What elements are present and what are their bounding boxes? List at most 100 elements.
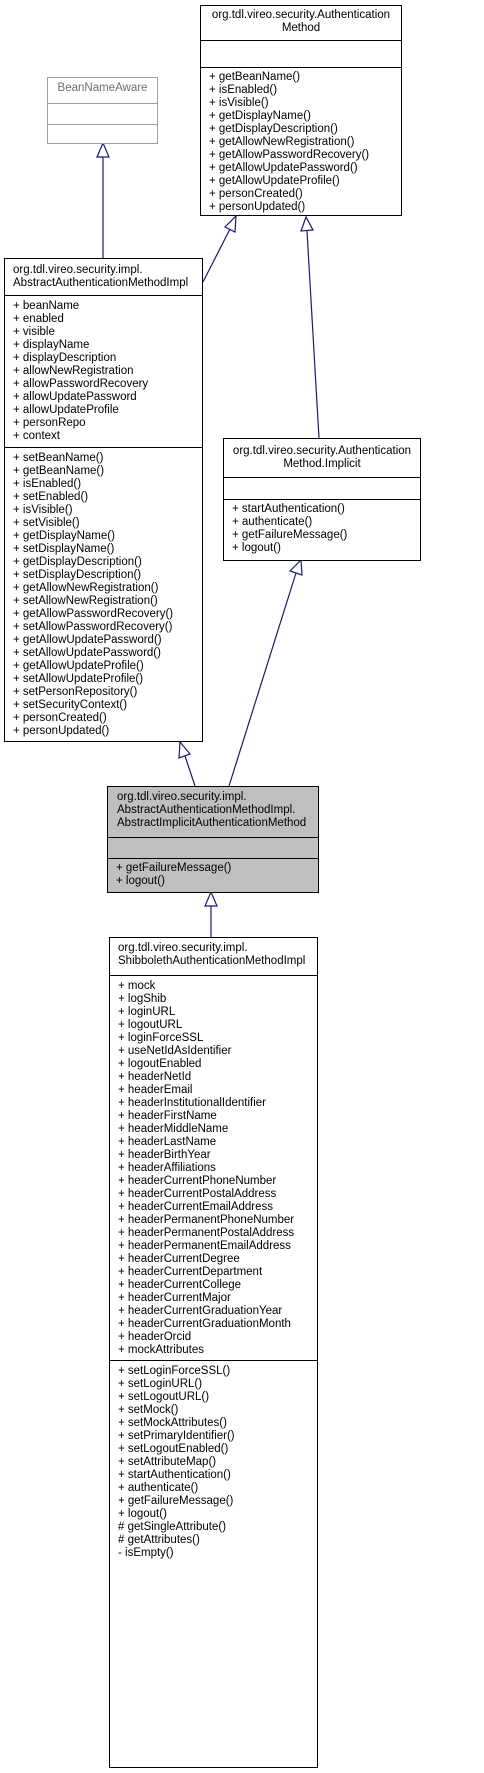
class-title-line: org.tdl.vireo.security.Authentication (232, 445, 412, 457)
method: + setLoginForceSSL() (118, 1365, 231, 1377)
method: + setPrimaryIdentifier() (118, 1430, 235, 1442)
method: + setMockAttributes() (118, 1417, 227, 1429)
arrowhead-beannameaware (96, 141, 110, 158)
edge-implicit-to-authmethod (306, 230, 320, 439)
class-shibboleth-authentication-method-impl[interactable]: org.tdl.vireo.security.impl. ShibbolethA… (109, 937, 318, 1768)
attribute: + allowNewRegistration (13, 365, 134, 377)
attribute: + headerCurrentPhoneNumber (118, 1175, 277, 1187)
class-title-line: Method.Implicit (283, 458, 361, 470)
class-title-line: org.tdl.vireo.security.impl. (117, 791, 247, 803)
method: # getAttributes() (118, 1534, 200, 1546)
method: + setLogoutEnabled() (118, 1443, 229, 1455)
class-title-line: org.tdl.vireo.security.Authentication (211, 9, 391, 21)
methods-section: + getBeanName() + isEnabled() + isVisibl… (201, 67, 401, 216)
attribute: + personRepo (13, 417, 86, 429)
methods-section: + getFailureMessage() + logout() (108, 858, 318, 890)
class-title: org.tdl.vireo.security.impl. AbstractAut… (108, 787, 318, 837)
method: + getAllowUpdatePassword() (209, 162, 358, 174)
class-title-line: BeanNameAware (57, 82, 148, 94)
edge-abstractimplicit-to-abstractimpl (184, 755, 196, 787)
attribute: + loginForceSSL (118, 1032, 204, 1044)
attribute: + visible (13, 326, 55, 338)
class-abstract-authentication-method-impl[interactable]: org.tdl.vireo.security.impl. AbstractAut… (4, 258, 203, 742)
method: + getBeanName() (13, 465, 105, 477)
class-bean-name-aware[interactable]: BeanNameAware (47, 77, 158, 144)
method: + logout() (232, 542, 281, 554)
attribute: + headerCurrentPostalAddress (118, 1188, 277, 1200)
method: + authenticate() (118, 1482, 199, 1494)
method: + getAllowPasswordRecovery() (209, 149, 370, 161)
method: + getAllowNewRegistration() (209, 136, 355, 148)
attributes-section (48, 103, 157, 124)
attribute: + logShib (118, 993, 167, 1005)
attribute: + headerInstitutionalIdentifier (118, 1097, 267, 1109)
class-title-line: Method (281, 22, 321, 34)
class-title-line: AbstractImplicitAuthenticationMethod (117, 817, 307, 829)
method: + isEnabled() (209, 84, 278, 96)
method: + setAllowNewRegistration() (13, 595, 158, 607)
methods-section (48, 124, 157, 143)
attribute: + headerPermanentPostalAddress (118, 1227, 295, 1239)
class-abstract-implicit-authentication-method[interactable]: org.tdl.vireo.security.impl. AbstractAut… (107, 786, 319, 893)
attribute: + context (13, 430, 60, 442)
method: + setAllowPasswordRecovery() (13, 621, 173, 633)
method: + getFailureMessage() (118, 1495, 234, 1507)
attributes-section (201, 40, 401, 67)
attribute: + headerAffiliations (118, 1162, 216, 1174)
attribute: + mockAttributes (118, 1344, 204, 1356)
edge-abstractimpl-to-authmethod (202, 228, 231, 283)
attribute: + headerBirthYear (118, 1149, 211, 1161)
method: + setPersonRepository() (13, 686, 138, 698)
class-authentication-method[interactable]: org.tdl.vireo.security.Authentication Me… (200, 5, 402, 216)
method: + logout() (118, 1508, 167, 1520)
attribute: + headerCurrentMajor (118, 1292, 231, 1304)
attribute: + headerCurrentEmailAddress (118, 1201, 274, 1213)
method: + isEnabled() (13, 478, 82, 490)
attributes-section: + beanName + enabled + visible + display… (5, 295, 202, 447)
method: + setDisplayDescription() (13, 569, 142, 581)
method: + personCreated() (209, 188, 303, 200)
attribute: + headerPermanentEmailAddress (118, 1240, 291, 1252)
attribute: + headerPermanentPhoneNumber (118, 1214, 295, 1226)
attribute: + useNetIdAsIdentifier (118, 1045, 232, 1057)
class-authentication-method-implicit[interactable]: org.tdl.vireo.security.Authentication Me… (223, 438, 421, 561)
method: + setBeanName() (13, 452, 104, 464)
arrowhead-abstractimplicit (204, 890, 218, 907)
class-title-line: AbstractAuthenticationMethodImpl (13, 277, 189, 289)
attributes-section (224, 477, 420, 499)
class-title-line: ShibbolethAuthenticationMethodImpl (118, 955, 306, 967)
method: + setAllowUpdatePassword() (13, 647, 161, 659)
method: + getAllowUpdatePassword() (13, 634, 162, 646)
method: + getAllowNewRegistration() (13, 582, 159, 594)
method: + setSecurityContext() (13, 699, 128, 711)
attribute: + headerFirstName (118, 1110, 217, 1122)
method: + getDisplayDescription() (209, 123, 338, 135)
method: - isEmpty() (118, 1547, 174, 1559)
class-title-line: org.tdl.vireo.security.impl. (13, 264, 143, 276)
attribute: + headerCurrentGraduationMonth (118, 1318, 291, 1330)
method: + getDisplayName() (13, 530, 115, 542)
class-title: BeanNameAware (48, 78, 157, 103)
attribute: + headerCurrentCollege (118, 1279, 242, 1291)
method: + startAuthentication() (118, 1469, 231, 1481)
attribute: + headerCurrentDepartment (118, 1266, 263, 1278)
methods-section: + setBeanName() + getBeanName() + isEnab… (5, 447, 202, 740)
attribute: + headerCurrentDegree (118, 1253, 240, 1265)
attributes-section: + mock + logShib + loginURL + logoutURL … (110, 975, 317, 1360)
arrowhead-abstractimpl (178, 740, 192, 759)
method: + startAuthentication() (232, 503, 345, 515)
class-title: org.tdl.vireo.security.Authentication Me… (201, 6, 401, 40)
method: + setAttributeMap() (118, 1456, 217, 1468)
attribute: + headerNetId (118, 1071, 192, 1083)
attribute: + logoutEnabled (118, 1058, 202, 1070)
attribute: + allowUpdatePassword (13, 391, 137, 403)
arrowhead-authmethod-right (300, 215, 314, 232)
method: + getFailureMessage() (232, 529, 348, 541)
method: + getAllowUpdateProfile() (13, 660, 144, 672)
method: + getAllowPasswordRecovery() (13, 608, 174, 620)
method: + setDisplayName() (13, 543, 115, 555)
attribute: + allowPasswordRecovery (13, 378, 149, 390)
attribute: + headerOrcid (118, 1331, 192, 1343)
attribute: + mock (118, 980, 156, 992)
